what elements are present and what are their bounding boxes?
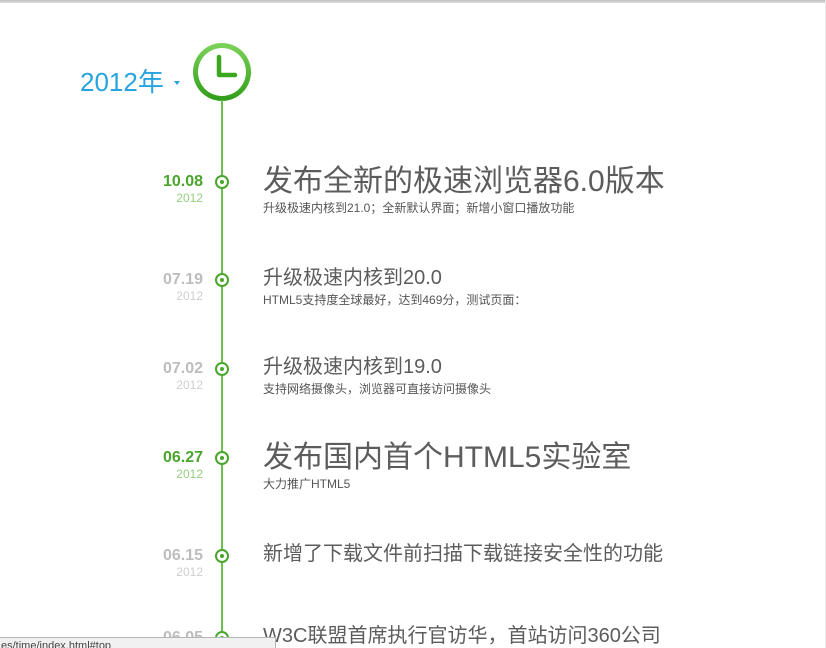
- entry-description: 大力推广HTML5: [263, 477, 351, 491]
- entry-year: 2012: [176, 378, 203, 392]
- entry-date: 06.15: [162, 547, 203, 564]
- entry-date: 10.08: [162, 173, 203, 190]
- status-url: es/time/index.html#top: [1, 640, 112, 648]
- entry-title: 发布全新的极速浏览器6.0版本: [263, 165, 665, 198]
- entry-description: HTML5支持度全球最好，达到469分，测试页面：: [263, 293, 527, 307]
- entry-description: 升级极速内核到21.0；全新默认界面；新增小窗口播放功能: [263, 201, 575, 215]
- year-selector[interactable]: 2012年: [80, 66, 180, 98]
- timeline-node-icon: [215, 362, 229, 376]
- clock-icon: [193, 43, 251, 101]
- timeline-node-icon: [215, 273, 229, 287]
- clock-face: [198, 48, 246, 96]
- window-top-border: [0, 0, 826, 3]
- timeline-node-icon: [215, 451, 229, 465]
- entry-date: 06.27: [162, 449, 203, 466]
- timeline-node-icon: [215, 175, 229, 189]
- year-label: 2012年: [80, 67, 164, 97]
- entry-date: 07.19: [162, 271, 203, 288]
- caret-down-icon[interactable]: [173, 81, 180, 85]
- clock-hands: [216, 54, 238, 78]
- timeline-node-icon: [215, 549, 229, 563]
- entry-date: 07.02: [162, 360, 203, 377]
- entry-title: 升级极速内核到19.0: [263, 356, 442, 378]
- entry-year: 2012: [176, 289, 203, 303]
- entry-description: 支持网络摄像头，浏览器可直接访问摄像头: [263, 382, 492, 396]
- browser-status-bar: es/time/index.html#top: [0, 637, 276, 648]
- entry-title: 发布国内首个HTML5实验室: [263, 441, 632, 474]
- entry-year: 2012: [176, 467, 203, 481]
- entry-title: 新增了下载文件前扫描下载链接安全性的功能: [263, 543, 663, 565]
- entry-title: 升级极速内核到20.0: [263, 267, 442, 289]
- entry-year: 2012: [176, 191, 203, 205]
- entry-title: W3C联盟首席执行官访华，首站访问360公司: [263, 625, 661, 647]
- entry-year: 2012: [176, 565, 203, 579]
